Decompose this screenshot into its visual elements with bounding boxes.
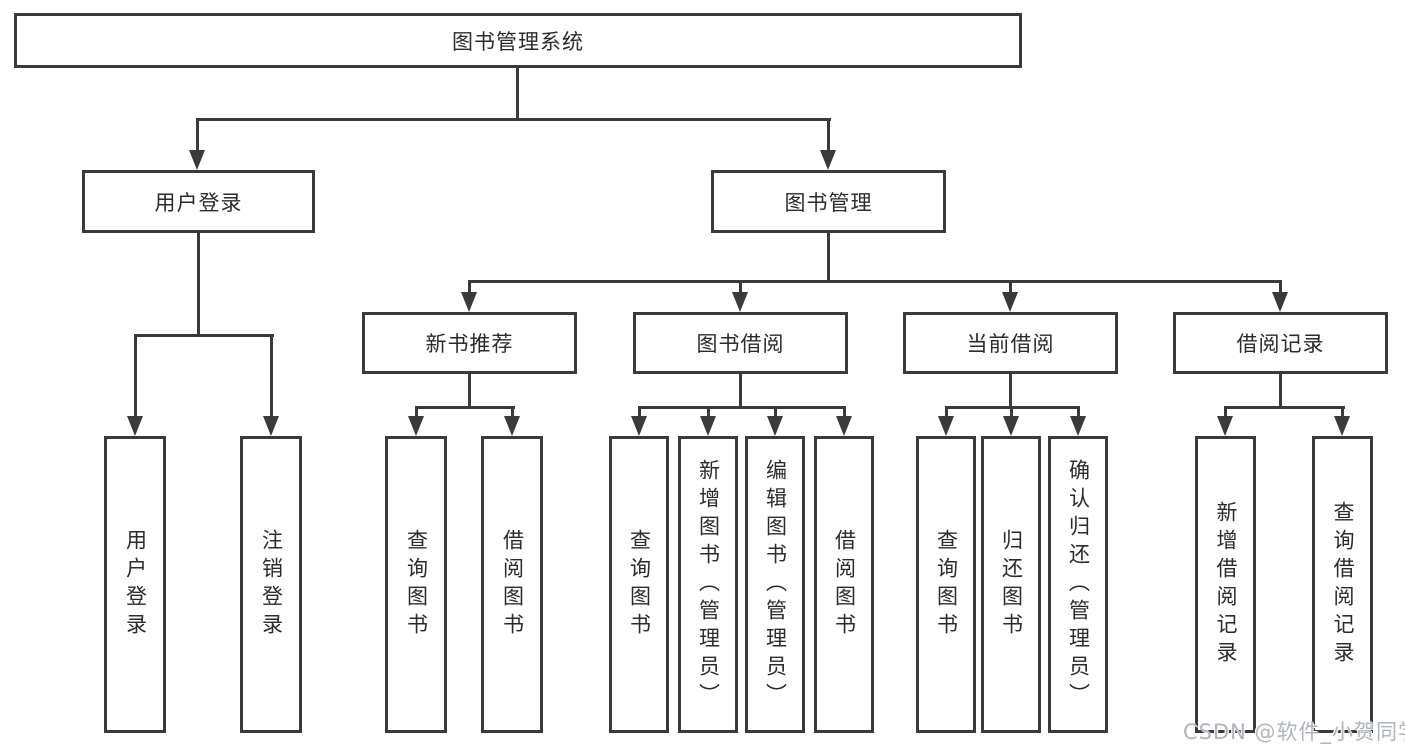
leaf-query-borrow-record: 查询借阅记录: [1312, 436, 1373, 733]
connector-new-book-stem: [468, 374, 471, 408]
arrow-down-icon: [767, 416, 783, 436]
arrow-down-icon: [631, 416, 647, 436]
leaf-borrow-books-borrowing-label: 借阅图书: [832, 528, 857, 641]
leaf-return-book-label: 归还图书: [999, 528, 1024, 641]
node-user-login-label: 用户登录: [154, 190, 243, 215]
leaf-return-book: 归还图书: [981, 436, 1041, 733]
arrow-down-icon: [700, 416, 716, 436]
node-new-book-recommend-label: 新书推荐: [425, 332, 514, 356]
arrow-down-icon: [461, 292, 477, 312]
connector-user-login-stem: [197, 233, 200, 336]
node-current-borrowing-label: 当前借阅: [966, 332, 1055, 356]
connector-book-management-stem: [827, 233, 830, 282]
arrow-down-icon: [1334, 416, 1350, 436]
connector-user-login-crossbar: [134, 334, 274, 337]
connector-book-management-crossbar: [468, 280, 1282, 283]
node-book-borrowing: 图书借阅: [633, 312, 848, 374]
connector-root-stem: [516, 68, 519, 120]
leaf-user-login-label: 用户登录: [123, 528, 148, 641]
node-new-book-recommend: 新书推荐: [362, 312, 577, 374]
arrow-down-icon: [1272, 292, 1288, 312]
node-library-system: 图书管理系统: [14, 13, 1022, 68]
connector-to-leaf-logout: [270, 334, 273, 418]
arrow-down-icon: [127, 416, 143, 436]
arrow-down-icon: [732, 292, 748, 312]
connector-leaf: [511, 406, 514, 418]
node-borrowing-records: 借阅记录: [1173, 312, 1388, 374]
connector-to-borrowing-records: [1279, 280, 1282, 294]
connector-leaf: [1010, 406, 1013, 418]
node-book-management-label: 图书管理: [784, 190, 873, 215]
leaf-query-books-current-label: 查询图书: [934, 528, 959, 641]
connector-leaf: [1077, 406, 1080, 418]
leaf-confirm-return-admin: 确认归还（管理员）: [1048, 436, 1108, 733]
leaf-confirm-return-admin-label: 确认归还（管理员）: [1066, 458, 1091, 711]
node-current-borrowing: 当前借阅: [903, 312, 1118, 374]
leaf-query-books-current: 查询图书: [916, 436, 976, 733]
connector-leaf: [1224, 406, 1227, 418]
connector-to-new-book: [468, 280, 471, 294]
connector-book-borrowing-crossbar: [638, 406, 846, 409]
leaf-query-books-recommend: 查询图书: [385, 436, 447, 733]
connector-to-leaf-user-login: [134, 334, 137, 418]
leaf-user-login: 用户登录: [104, 436, 166, 733]
watermark: CSDN @软件_小贺同学: [1183, 720, 1405, 744]
arrow-down-icon: [189, 150, 205, 170]
connector-borrowing-records-crossbar: [1224, 406, 1345, 409]
node-library-system-label: 图书管理系统: [452, 29, 584, 54]
arrow-down-icon: [504, 416, 520, 436]
leaf-add-book-admin: 新增图书（管理员）: [678, 436, 738, 733]
connector-new-book-crossbar: [415, 406, 515, 409]
connector-leaf: [843, 406, 846, 418]
node-book-management: 图书管理: [711, 170, 946, 233]
connector-leaf: [774, 406, 777, 418]
arrow-down-icon: [1003, 416, 1019, 436]
leaf-borrow-books-borrowing: 借阅图书: [814, 436, 874, 733]
leaf-query-books-borrowing: 查询图书: [609, 436, 669, 733]
arrow-down-icon: [1070, 416, 1086, 436]
leaf-query-borrow-record-label: 查询借阅记录: [1331, 500, 1355, 669]
leaf-borrow-books-recommend-label: 借阅图书: [500, 528, 525, 641]
node-user-login: 用户登录: [82, 170, 315, 233]
node-borrowing-records-label: 借阅记录: [1236, 332, 1325, 356]
leaf-add-borrow-record: 新增借阅记录: [1195, 436, 1256, 733]
leaf-query-books-recommend-label: 查询图书: [404, 528, 429, 641]
arrow-down-icon: [820, 150, 836, 170]
arrow-down-icon: [1002, 292, 1018, 312]
connector-leaf: [638, 406, 641, 418]
connector-leaf: [945, 406, 948, 418]
leaf-edit-book-admin-label: 编辑图书（管理员）: [763, 458, 788, 711]
leaf-query-books-borrowing-label: 查询图书: [627, 528, 652, 641]
connector-book-borrowing-stem: [739, 374, 742, 408]
arrow-down-icon: [938, 416, 954, 436]
leaf-edit-book-admin: 编辑图书（管理员）: [745, 436, 805, 733]
leaf-logout: 注销登录: [240, 436, 302, 733]
connector-to-book-management: [827, 118, 830, 152]
connector-borrowing-records-stem: [1279, 374, 1282, 408]
leaf-logout-label: 注销登录: [259, 528, 284, 641]
connector-to-current-borrowing: [1009, 280, 1012, 294]
arrow-down-icon: [408, 416, 424, 436]
node-book-borrowing-label: 图书借阅: [696, 332, 785, 356]
connector-leaf: [415, 406, 418, 418]
arrow-down-icon: [836, 416, 852, 436]
arrow-down-icon: [1217, 416, 1233, 436]
connector-leaf: [707, 406, 710, 418]
connector-root-crossbar: [196, 118, 831, 121]
leaf-add-book-admin-label: 新增图书（管理员）: [696, 458, 721, 711]
connector-current-borrowing-stem: [1009, 374, 1012, 408]
connector-leaf: [1341, 406, 1344, 418]
connector-to-user-login: [196, 118, 199, 152]
arrow-down-icon: [263, 416, 279, 436]
connector-to-book-borrowing: [739, 280, 742, 294]
leaf-add-borrow-record-label: 新增借阅记录: [1214, 500, 1238, 669]
leaf-borrow-books-recommend: 借阅图书: [481, 436, 543, 733]
